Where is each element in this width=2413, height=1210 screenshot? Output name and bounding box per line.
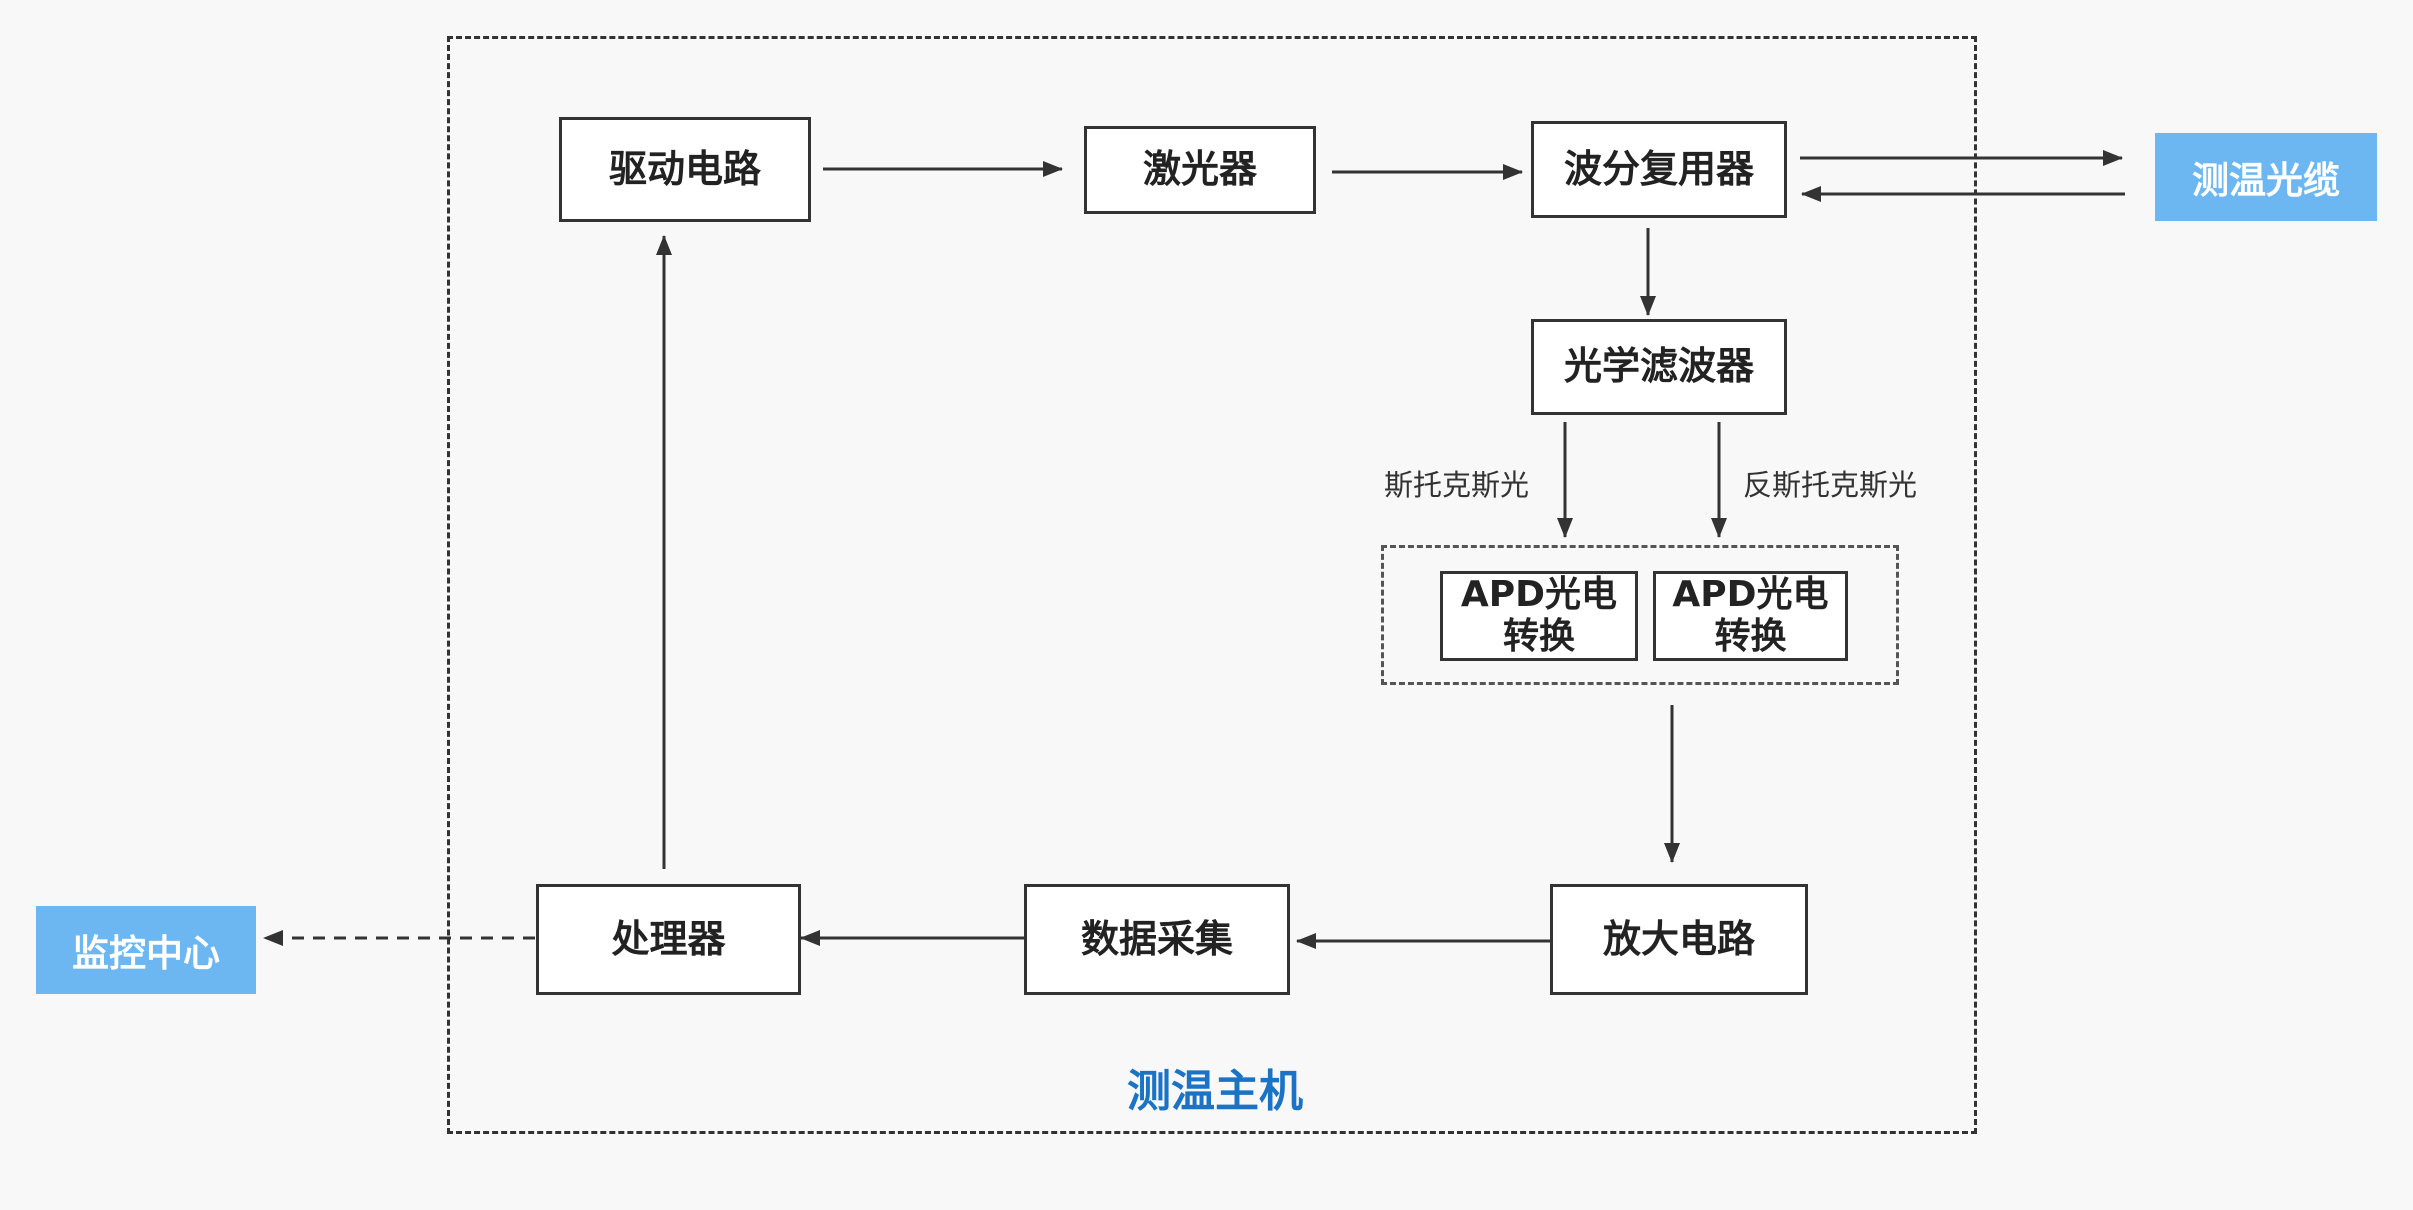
node-processor: 处理器: [536, 884, 801, 995]
node-apd-1: APD光电转换: [1440, 571, 1638, 661]
node-amplifier: 放大电路: [1550, 884, 1808, 995]
node-drive-circuit: 驱动电路: [559, 117, 811, 222]
label-stokes: 斯托克斯光: [1384, 468, 1530, 502]
node-apd-2: APD光电转换: [1653, 571, 1848, 661]
node-laser: 激光器: [1084, 126, 1316, 214]
apd-group: [1381, 545, 1899, 685]
node-data-acquisition: 数据采集: [1024, 884, 1290, 995]
host-title: 测温主机: [1127, 1066, 1303, 1117]
host-container: [447, 36, 1977, 1134]
external-monitoring-center: 监控中心: [36, 906, 256, 994]
external-sensing-cable: 测温光缆: [2155, 133, 2377, 221]
label-anti-stokes: 反斯托克斯光: [1743, 468, 1918, 502]
node-optical-filter: 光学滤波器: [1531, 319, 1787, 415]
node-wdm: 波分复用器: [1531, 121, 1787, 218]
